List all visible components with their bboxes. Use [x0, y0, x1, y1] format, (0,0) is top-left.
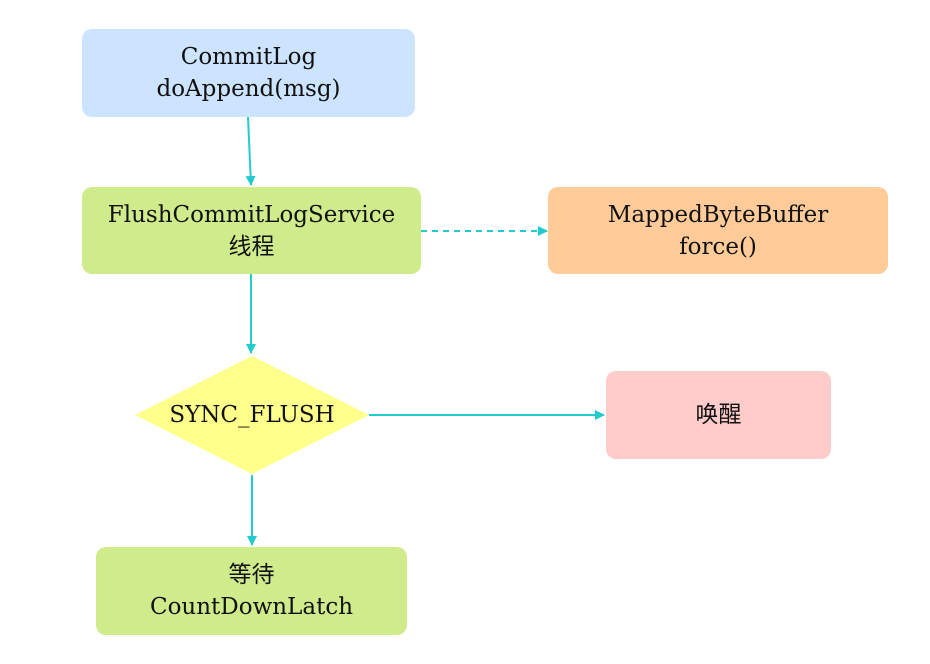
sync-flush-label: SYNC_FLUSH	[169, 402, 335, 428]
flush-service-node: FlushCommitLogService 线程	[82, 187, 421, 274]
mapped-buffer-node: MappedByteBuffer force()	[548, 187, 888, 274]
commitlog-node-title: CommitLog	[180, 44, 317, 70]
wakeup-node: 唤醒	[606, 371, 831, 459]
wait-node-latch: CountDownLatch	[149, 594, 354, 620]
mapped-buffer-node-method: force()	[679, 233, 757, 260]
flush-service-node-subtitle: 线程	[228, 233, 275, 260]
wait-node: 等待 CountDownLatch	[96, 547, 407, 635]
wakeup-node-label: 唤醒	[695, 402, 742, 428]
wait-node-title: 等待	[228, 562, 275, 588]
edge-commitlog-to-flush	[245, 116, 256, 186]
flush-service-node-title: FlushCommitLogService	[107, 201, 396, 228]
decision-diamond	[135, 356, 369, 474]
commitlog-node-method: doAppend(msg)	[156, 76, 341, 102]
commitlog-node: CommitLog doAppend(msg)	[82, 29, 415, 117]
mapped-buffer-node-title: MappedByteBuffer	[607, 201, 829, 228]
